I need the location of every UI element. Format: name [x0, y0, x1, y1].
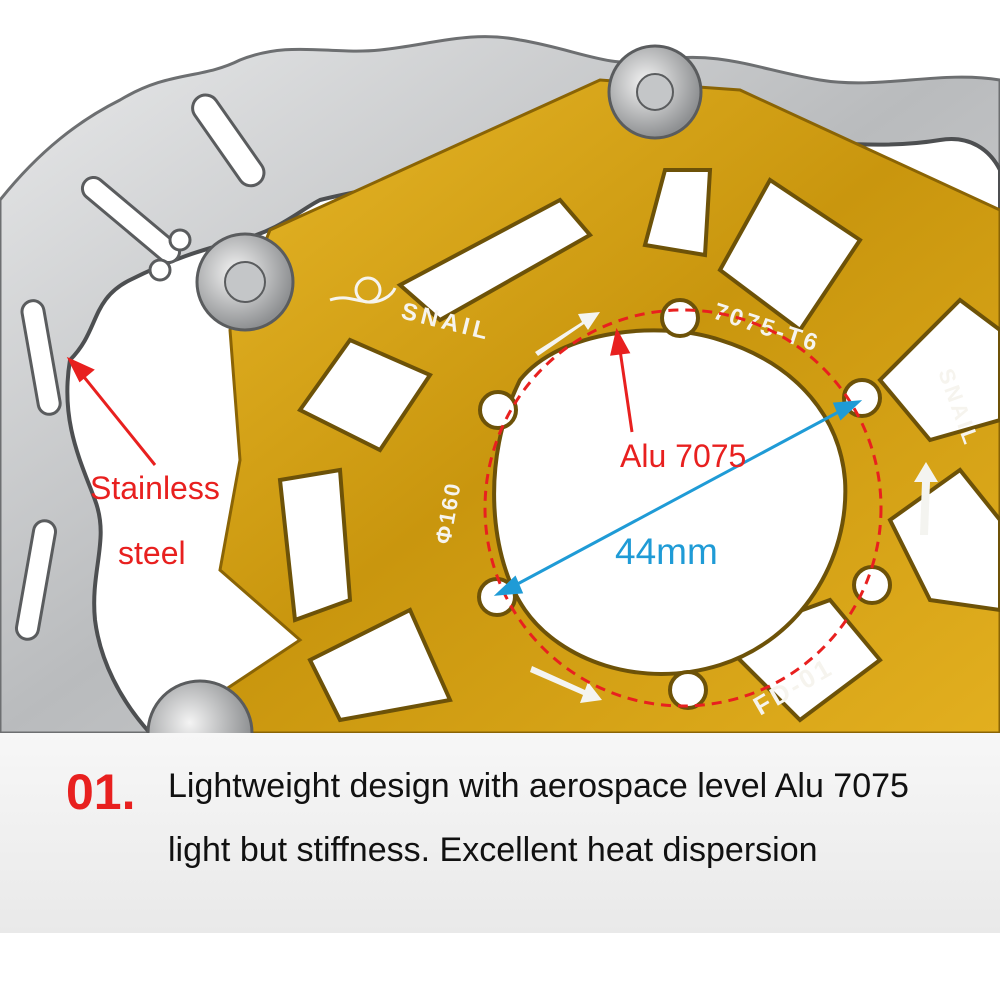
snail-logo-icon	[329, 276, 397, 304]
bolt-circle-dashed	[483, 308, 883, 708]
alu-label: Alu 7075	[620, 438, 747, 474]
caption-line-1: Lightweight design with aerospace level …	[168, 767, 909, 805]
diameter-arrow	[493, 400, 863, 596]
red-pointer-arrows	[66, 327, 634, 466]
steel-label: steel	[118, 535, 186, 571]
feature-caption: 01. Lightweight design with aerospace le…	[0, 733, 1000, 933]
diameter-label: 44mm	[615, 531, 718, 572]
feature-number: 01.	[66, 764, 136, 820]
caption-line-2: light but stiffness. Excellent heat disp…	[168, 831, 818, 869]
stainless-label: Stainless	[90, 470, 220, 506]
direction-arrows	[530, 312, 938, 703]
steel-vent-slots	[14, 93, 266, 641]
